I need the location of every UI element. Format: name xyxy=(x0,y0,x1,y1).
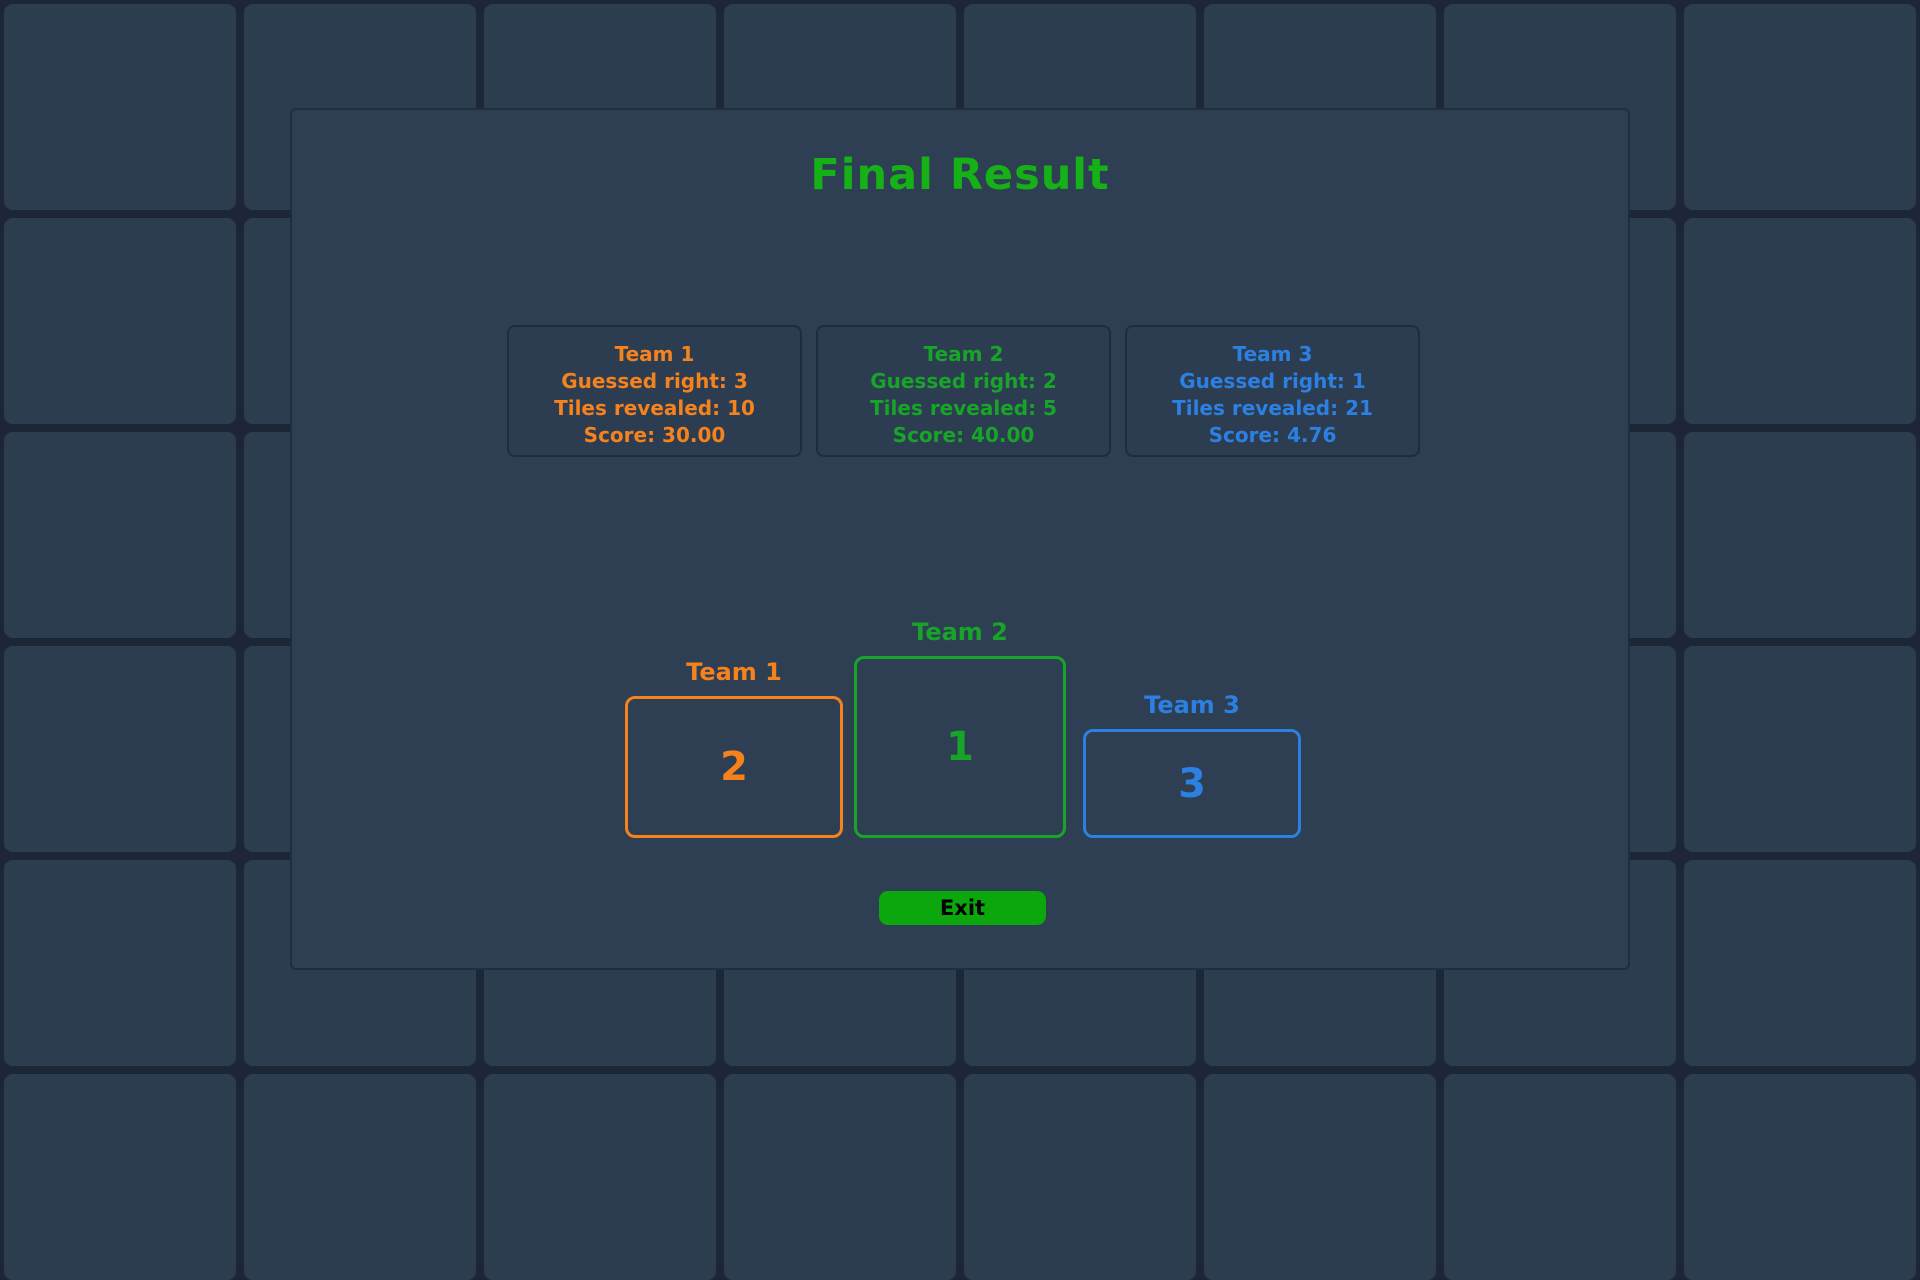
team1-stats-card: Team 1 Guessed right: 3 Tiles revealed: … xyxy=(507,325,802,457)
board-tile xyxy=(1444,1074,1676,1280)
podium-team3: Team 3 3 xyxy=(1083,691,1301,838)
podium-team2-box: 1 xyxy=(854,656,1066,838)
team1-tiles-revealed: Tiles revealed: 10 xyxy=(554,396,755,420)
team3-score: Score: 4.76 xyxy=(1208,423,1337,447)
board-tile xyxy=(1684,860,1916,1066)
board-tile xyxy=(4,4,236,210)
team3-tiles-revealed: Tiles revealed: 21 xyxy=(1172,396,1373,420)
team1-guessed-right: Guessed right: 3 xyxy=(561,369,748,393)
team2-stats-card: Team 2 Guessed right: 2 Tiles revealed: … xyxy=(816,325,1111,457)
game-window: Final Result Team 1 Guessed right: 3 Til… xyxy=(4,4,1916,1280)
board-tile xyxy=(1684,218,1916,424)
podium-team1-box: 2 xyxy=(625,696,843,838)
team2-name: Team 2 xyxy=(923,342,1004,366)
board-tile xyxy=(4,646,236,852)
board-tile xyxy=(724,1074,956,1280)
podium-team3-rank: 3 xyxy=(1178,760,1206,807)
podium-team1-rank: 2 xyxy=(720,744,748,790)
team3-stats-card: Team 3 Guessed right: 1 Tiles revealed: … xyxy=(1125,325,1420,457)
team3-name: Team 3 xyxy=(1232,342,1313,366)
dialog-title: Final Result xyxy=(810,150,1110,200)
podium-team2: Team 2 1 xyxy=(854,618,1066,838)
team3-guessed-right: Guessed right: 1 xyxy=(1179,369,1366,393)
board-tile xyxy=(1204,1074,1436,1280)
final-result-dialog: Final Result Team 1 Guessed right: 3 Til… xyxy=(290,108,1630,970)
board-tile xyxy=(4,218,236,424)
team2-score: Score: 40.00 xyxy=(892,423,1035,447)
board-tile xyxy=(4,432,236,638)
team2-guessed-right: Guessed right: 2 xyxy=(870,369,1057,393)
exit-button[interactable]: Exit xyxy=(879,891,1046,925)
board-tile xyxy=(4,1074,236,1280)
team1-name: Team 1 xyxy=(614,342,695,366)
team-stats-row: Team 1 Guessed right: 3 Tiles revealed: … xyxy=(507,325,1420,457)
team1-score: Score: 30.00 xyxy=(583,423,726,447)
podium-team2-rank: 1 xyxy=(946,724,974,770)
board-tile xyxy=(964,1074,1196,1280)
board-tile xyxy=(244,1074,476,1280)
podium-team2-label: Team 2 xyxy=(912,618,1008,646)
podium-team1: Team 1 2 xyxy=(625,658,843,838)
podium-team3-box: 3 xyxy=(1083,729,1301,838)
board-tile xyxy=(1684,1074,1916,1280)
board-tile xyxy=(484,1074,716,1280)
podium-team1-label: Team 1 xyxy=(686,658,782,686)
team2-tiles-revealed: Tiles revealed: 5 xyxy=(870,396,1057,420)
podium-team3-label: Team 3 xyxy=(1144,691,1240,719)
board-tile xyxy=(1684,4,1916,210)
board-tile xyxy=(1684,432,1916,638)
board-tile xyxy=(4,860,236,1066)
board-tile xyxy=(1684,646,1916,852)
